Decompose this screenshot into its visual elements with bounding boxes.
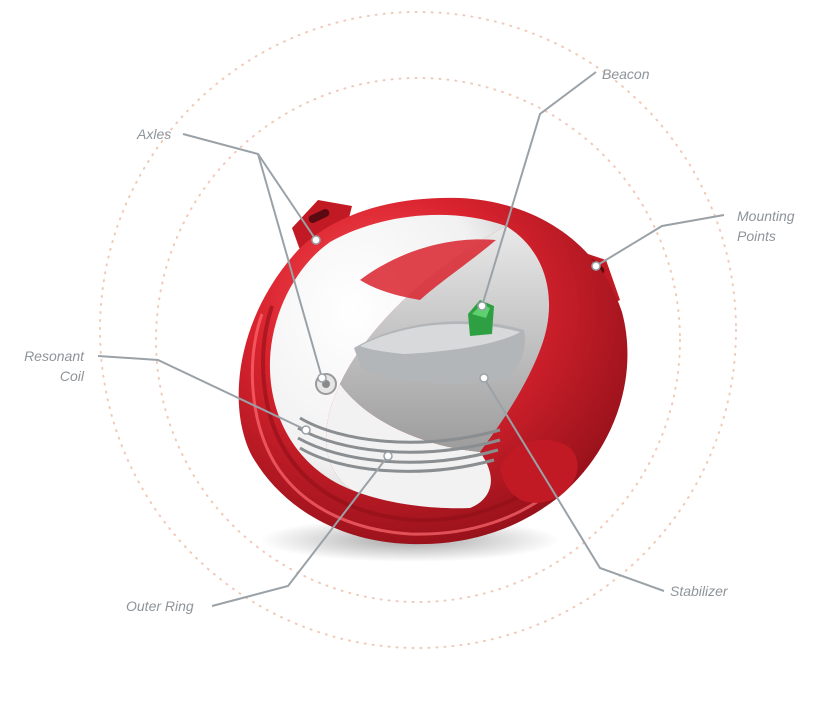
anchor-outer-ring <box>383 451 393 461</box>
label-resonant-coil: Resonant Coil <box>24 346 84 386</box>
leader-axles-2 <box>257 153 323 379</box>
leader-lines <box>97 71 725 607</box>
mounting-slot-left-top <box>308 209 330 223</box>
orbit-inner <box>155 77 681 603</box>
label-resonant-line1: Resonant <box>24 348 84 364</box>
leader-stabilizer <box>483 377 665 592</box>
resonant-coil <box>297 416 501 473</box>
anchor-beacon <box>477 301 487 311</box>
label-stabilizer: Stabilizer <box>670 583 728 599</box>
label-beacon: Beacon <box>602 66 650 82</box>
label-mounting-line1: Mounting <box>737 208 795 224</box>
label-mounting-line2: Points <box>737 228 776 244</box>
device <box>238 197 628 545</box>
orbit-outer <box>99 11 737 649</box>
inner-hemisphere <box>269 214 506 491</box>
label-mounting-points: Mounting Points <box>737 206 795 246</box>
shell-bump <box>500 439 578 503</box>
leader-resonant <box>97 355 307 431</box>
leader-mounting <box>595 214 725 267</box>
label-axles: Axles <box>137 126 172 142</box>
label-outer-ring: Outer Ring <box>126 598 194 614</box>
anchor-mounting <box>591 261 601 271</box>
anchor-stabilizer <box>479 373 489 383</box>
anchor-axles-2 <box>317 373 327 383</box>
inner-hemisphere-lower <box>326 384 491 509</box>
outer-ring <box>250 313 557 536</box>
leader-beacon <box>481 71 597 307</box>
mounting-tab-left-top <box>292 200 352 250</box>
outer-ring-groove <box>261 305 546 523</box>
leader-outer-ring <box>211 455 389 607</box>
label-resonant-line2: Coil <box>59 368 84 384</box>
interior-red-wall <box>360 239 496 300</box>
anchor-dots <box>301 235 601 461</box>
anchor-axles <box>311 235 321 245</box>
anchor-resonant <box>301 425 311 435</box>
